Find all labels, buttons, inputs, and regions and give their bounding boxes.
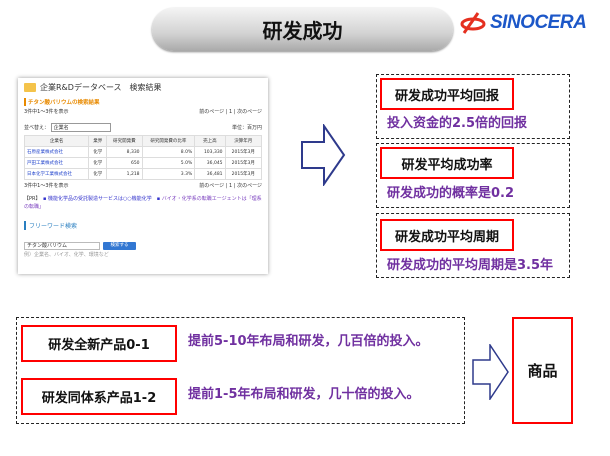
metric-card (376, 74, 570, 139)
products-group (16, 317, 465, 424)
metric-card (376, 143, 570, 208)
metric-card (376, 213, 570, 278)
column-header: 業界 (88, 135, 108, 147)
metric-label: 研发成功平均周期 (380, 219, 514, 251)
cell: 2015年3月 (224, 157, 263, 169)
result-count-bottom: 3件中1～3件を表示 (24, 183, 69, 189)
column-header: 研究開発費の比率 (141, 135, 196, 147)
results-table: 企業名 業界 研究開発費 研究開発費の比率 売上高 決算年月 石原産業株式会社化… (23, 135, 263, 180)
metric-label: 研发成功平均回报 (380, 78, 514, 110)
metric-desc: 投入资金的2.5倍的回报 (387, 116, 528, 131)
unit-label: 単位：百万円 (231, 125, 262, 131)
cell: 化学 (88, 157, 108, 169)
company-link[interactable]: 石原産業株式会社 (23, 146, 90, 158)
cell: 化学 (88, 168, 108, 180)
screenshot-header: 企業R&Dデータベース 検索結果 (40, 83, 162, 92)
column-header: 企業名 (23, 135, 90, 147)
pr-link[interactable]: 機能化学品の受託製造サービスは○○機能化学 (47, 196, 152, 202)
cell: 8.0% (141, 146, 196, 158)
cell: 化学 (88, 146, 108, 158)
cell: 1,218 (106, 168, 143, 180)
cell: 103,330 (194, 146, 226, 158)
cell: 36,045 (194, 157, 226, 169)
rd-database-screenshot: 企業R&Dデータベース 検索結果 チタン酸バリウムの検索結果 3件中1～3件を表… (18, 78, 268, 274)
cell: 5.0% (141, 157, 196, 169)
sinocera-logo: SINOCERA (460, 9, 605, 37)
sort-label: 並べ替え： (24, 125, 50, 131)
logo-mark-icon (460, 12, 486, 34)
metric-desc: 研发成功的平均周期是3.5年 (387, 258, 554, 273)
slide-title: 研发成功 (152, 8, 453, 51)
product-desc: 提前1-5年布局和研发，几十倍的投入。 (188, 387, 420, 402)
right-arrow-icon (301, 124, 346, 186)
metric-label: 研发平均成功率 (380, 147, 514, 179)
result-box: 商品 (512, 317, 573, 424)
company-link[interactable]: 戸田工業株式会社 (23, 157, 90, 169)
freeword-title: フリーワード検索 (24, 221, 262, 230)
cell: 2015年3月 (224, 146, 263, 158)
pr-label: 【PR】 (24, 196, 38, 202)
search-input[interactable]: チタン酸バリウム (24, 242, 100, 250)
product-label: 研发同体系产品1-2 (21, 378, 177, 415)
result-count: 3件中1～3件を表示 (24, 109, 69, 115)
sort-select[interactable]: 企業名 (50, 123, 111, 132)
column-header: 売上高 (194, 135, 226, 147)
result-subtitle: チタン酸バリウムの検索結果 (24, 98, 262, 106)
pager-bottom[interactable]: 前のページ | 1 | 次のページ (199, 183, 262, 189)
pager[interactable]: 前のページ | 1 | 次のページ (199, 109, 262, 115)
logo-text: SINOCERA (490, 12, 587, 33)
product-label: 研发全新产品0-1 (21, 325, 177, 362)
folder-icon (24, 83, 36, 92)
column-header: 決算年月 (224, 135, 263, 147)
cell: 3.3% (141, 168, 196, 180)
company-link[interactable]: 日本化学工業株式会社 (23, 168, 90, 180)
metric-desc: 研发成功的概率是0.2 (387, 186, 515, 201)
column-header: 研究開発費 (106, 135, 143, 147)
cell: 8,330 (106, 146, 143, 158)
cell: 650 (106, 157, 143, 169)
cell: 2015年3月 (224, 168, 263, 180)
product-desc: 提前5-10年布局和研发，几百倍的投入。 (188, 334, 429, 349)
search-button[interactable]: 検索する (103, 242, 136, 250)
pr-link[interactable]: バイオ・化学系の転職エージェントは「理系の転職」 (24, 196, 262, 210)
cell: 36,481 (194, 168, 226, 180)
search-hint: 例）企業名、バイオ、化学、環境など (24, 252, 109, 258)
right-arrow-icon (472, 344, 509, 400)
